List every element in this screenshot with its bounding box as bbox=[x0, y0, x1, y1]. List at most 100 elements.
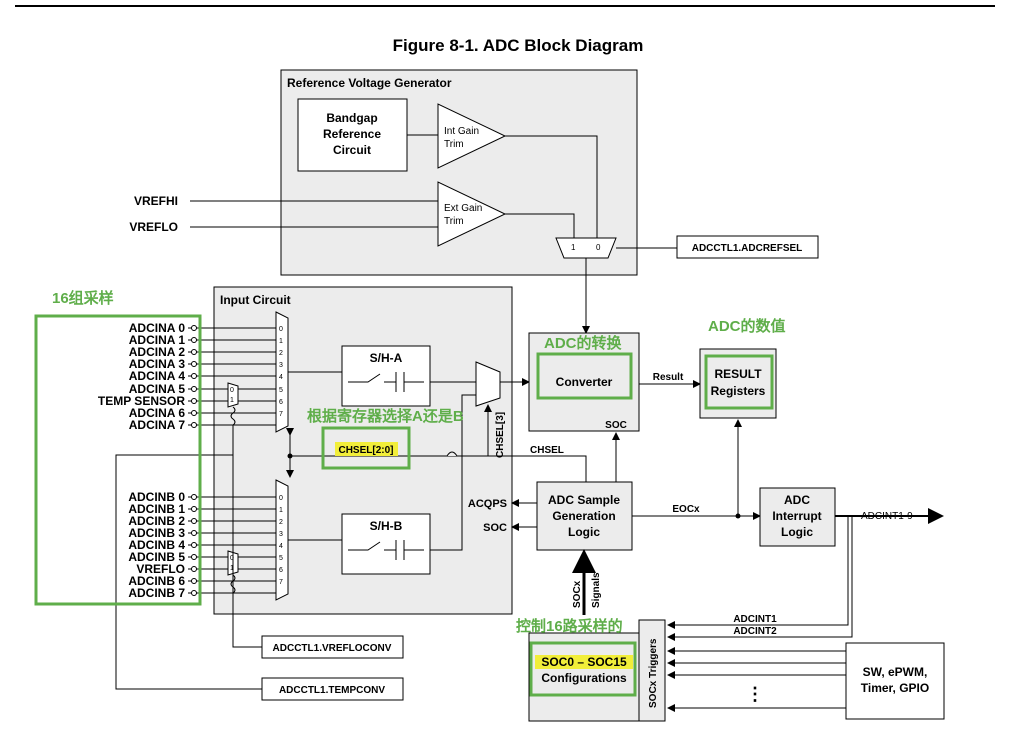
trigger-ellipsis: ⋮ bbox=[746, 684, 764, 704]
figure-title: Figure 8-1. ADC Block Diagram bbox=[393, 36, 644, 55]
mux-b-port4: 4 bbox=[279, 543, 283, 550]
input-adcina7: ADCINA 7 bbox=[129, 418, 186, 432]
bandgap-block bbox=[297, 98, 408, 172]
sample-gen-block bbox=[536, 481, 633, 551]
result-line2: Registers bbox=[711, 384, 766, 398]
ext-gain-amplifier bbox=[437, 181, 507, 247]
vrefloconv-label: ADCCTL1.VREFLOCONV bbox=[273, 643, 392, 654]
trigger-sources-block bbox=[845, 642, 945, 720]
soc-label-left: SOC bbox=[483, 522, 507, 534]
small-mux-b-port1: 1 bbox=[230, 565, 234, 572]
mux-b-port3: 3 bbox=[279, 531, 283, 538]
vrefloconv-register bbox=[261, 635, 404, 659]
input-adcina5: ADCINA 5 bbox=[129, 382, 186, 396]
mux-b-port2: 2 bbox=[279, 519, 283, 526]
input-circuit-label: Input Circuit bbox=[220, 293, 291, 307]
eocx-label: EOCx bbox=[672, 504, 700, 515]
int-gain-line2: Trim bbox=[444, 139, 464, 150]
input-adcina4: ADCINA 4 bbox=[129, 369, 186, 383]
shb-label: S/H-B bbox=[370, 519, 403, 533]
small-mux-a-port0: 0 bbox=[230, 387, 234, 394]
input-adcina3: ADCINA 3 bbox=[129, 357, 186, 371]
adcint2-label: ADCINT2 bbox=[733, 626, 777, 637]
int-gain-amplifier bbox=[437, 103, 507, 169]
input-adcinb3: ADCINB 3 bbox=[128, 526, 185, 540]
interrupt-line1: ADC bbox=[784, 493, 810, 507]
small-mux-b-port0: 0 bbox=[230, 555, 234, 562]
input-adcinb5: ADCINB 5 bbox=[128, 550, 185, 564]
input-adcinb1: ADCINB 1 bbox=[128, 502, 185, 516]
socx-triggers-label: SOCx Triggers bbox=[648, 638, 659, 708]
chsel-label: CHSEL bbox=[530, 445, 564, 456]
mux-b-port1: 1 bbox=[279, 507, 283, 514]
input-adcina2: ADCINA 2 bbox=[129, 345, 186, 359]
chsel20-label: CHSEL[2:0] bbox=[338, 445, 393, 456]
soc-config-line1: SOC0 – SOC15 bbox=[541, 655, 627, 669]
adcina-inputs: ADCINA 0 ADCINA 1 ADCINA 2 ADCINA 3 ADCI… bbox=[98, 321, 276, 455]
bandgap-line3: Circuit bbox=[333, 143, 371, 157]
sample-gen-line3: Logic bbox=[568, 525, 600, 539]
soc-config-highlight bbox=[535, 655, 633, 669]
input-adcinb7: ADCINB 7 bbox=[128, 586, 185, 600]
chsel20-highlight bbox=[335, 442, 398, 456]
mux-b-port7: 7 bbox=[279, 579, 283, 586]
sha-block bbox=[341, 345, 431, 407]
ref-select-mux bbox=[555, 237, 617, 259]
sample-gen-line2: Generation bbox=[552, 509, 615, 523]
socx-signals-line1: SOCx bbox=[572, 580, 583, 608]
input-adcinb2: ADCINB 2 bbox=[128, 514, 185, 528]
mux-a bbox=[275, 311, 289, 433]
mux-b bbox=[275, 479, 289, 601]
ref-mux-port-1: 1 bbox=[571, 243, 576, 252]
chsel3-label: CHSEL[3] bbox=[495, 412, 506, 458]
ext-gain-line2: Trim bbox=[444, 216, 464, 227]
sample-gen-line1: ADC Sample bbox=[548, 493, 620, 507]
sources-line2: Timer, GPIO bbox=[861, 681, 929, 695]
soc-label-converter: SOC bbox=[605, 420, 627, 431]
mux-a-port6: 6 bbox=[279, 399, 283, 406]
annotation-group16: 16组采样 bbox=[52, 289, 114, 307]
input-adcina1: ADCINA 1 bbox=[129, 333, 186, 347]
adcinb-inputs: ADCINB 0 ADCINB 1 ADCINB 2 ADCINB 3 ADCI… bbox=[128, 490, 276, 648]
socx-triggers-block bbox=[638, 619, 666, 722]
vrefhi-label: VREFHI bbox=[134, 194, 178, 208]
sha-label: S/H-A bbox=[370, 351, 403, 365]
annotation-select-ab: 根据寄存器选择A还是B bbox=[307, 407, 464, 425]
adcint1-label: ADCINT1 bbox=[733, 614, 777, 625]
mux-b-port0: 0 bbox=[279, 495, 283, 502]
mux-b-port5: 5 bbox=[279, 555, 283, 562]
mux-b-port6: 6 bbox=[279, 567, 283, 574]
small-mux-a-port1: 1 bbox=[230, 397, 234, 404]
input-vreflo-b: VREFLO bbox=[136, 562, 185, 576]
mux-a-port4: 4 bbox=[279, 374, 283, 381]
mux-a-port2: 2 bbox=[279, 350, 283, 357]
socx-signals-line2: Signals bbox=[591, 572, 602, 608]
interrupt-line3: Logic bbox=[781, 525, 813, 539]
soc-config-line2: Configurations bbox=[541, 671, 627, 685]
mux-a-port3: 3 bbox=[279, 362, 283, 369]
sources-line1: SW, ePWM, bbox=[863, 665, 928, 679]
annotation-box-inputs bbox=[34, 314, 202, 606]
interrupt-line2: Interrupt bbox=[772, 509, 821, 523]
annotation-adc-value: ADC的数值 bbox=[708, 317, 786, 335]
ref-mux-port-0: 0 bbox=[596, 243, 601, 252]
adcrefsel-label: ADCCTL1.ADCREFSEL bbox=[692, 243, 803, 254]
annotation-adc-conv: ADC的转换 bbox=[544, 334, 622, 352]
converter-label: Converter bbox=[556, 375, 613, 389]
input-adcinb4: ADCINB 4 bbox=[128, 538, 185, 552]
adcint19-label: ADCINT1-9 bbox=[861, 511, 913, 522]
vreflo-label: VREFLO bbox=[129, 220, 178, 234]
mux-a-port1: 1 bbox=[279, 338, 283, 345]
tempconv-register bbox=[261, 677, 404, 701]
bandgap-line2: Reference bbox=[323, 127, 381, 141]
annotation-control16: 控制16路采样的 bbox=[516, 617, 623, 635]
input-adcinb6: ADCINB 6 bbox=[128, 574, 185, 588]
input-adcina0: ADCINA 0 bbox=[129, 321, 186, 335]
input-adcinb0: ADCINB 0 bbox=[128, 490, 185, 504]
interrupt-logic-block bbox=[759, 487, 836, 547]
bandgap-line1: Bandgap bbox=[326, 111, 377, 125]
mux-a-port5: 5 bbox=[279, 387, 283, 394]
annotation-box-soc-config bbox=[529, 641, 637, 697]
input-adcina6: ADCINA 6 bbox=[129, 406, 186, 420]
